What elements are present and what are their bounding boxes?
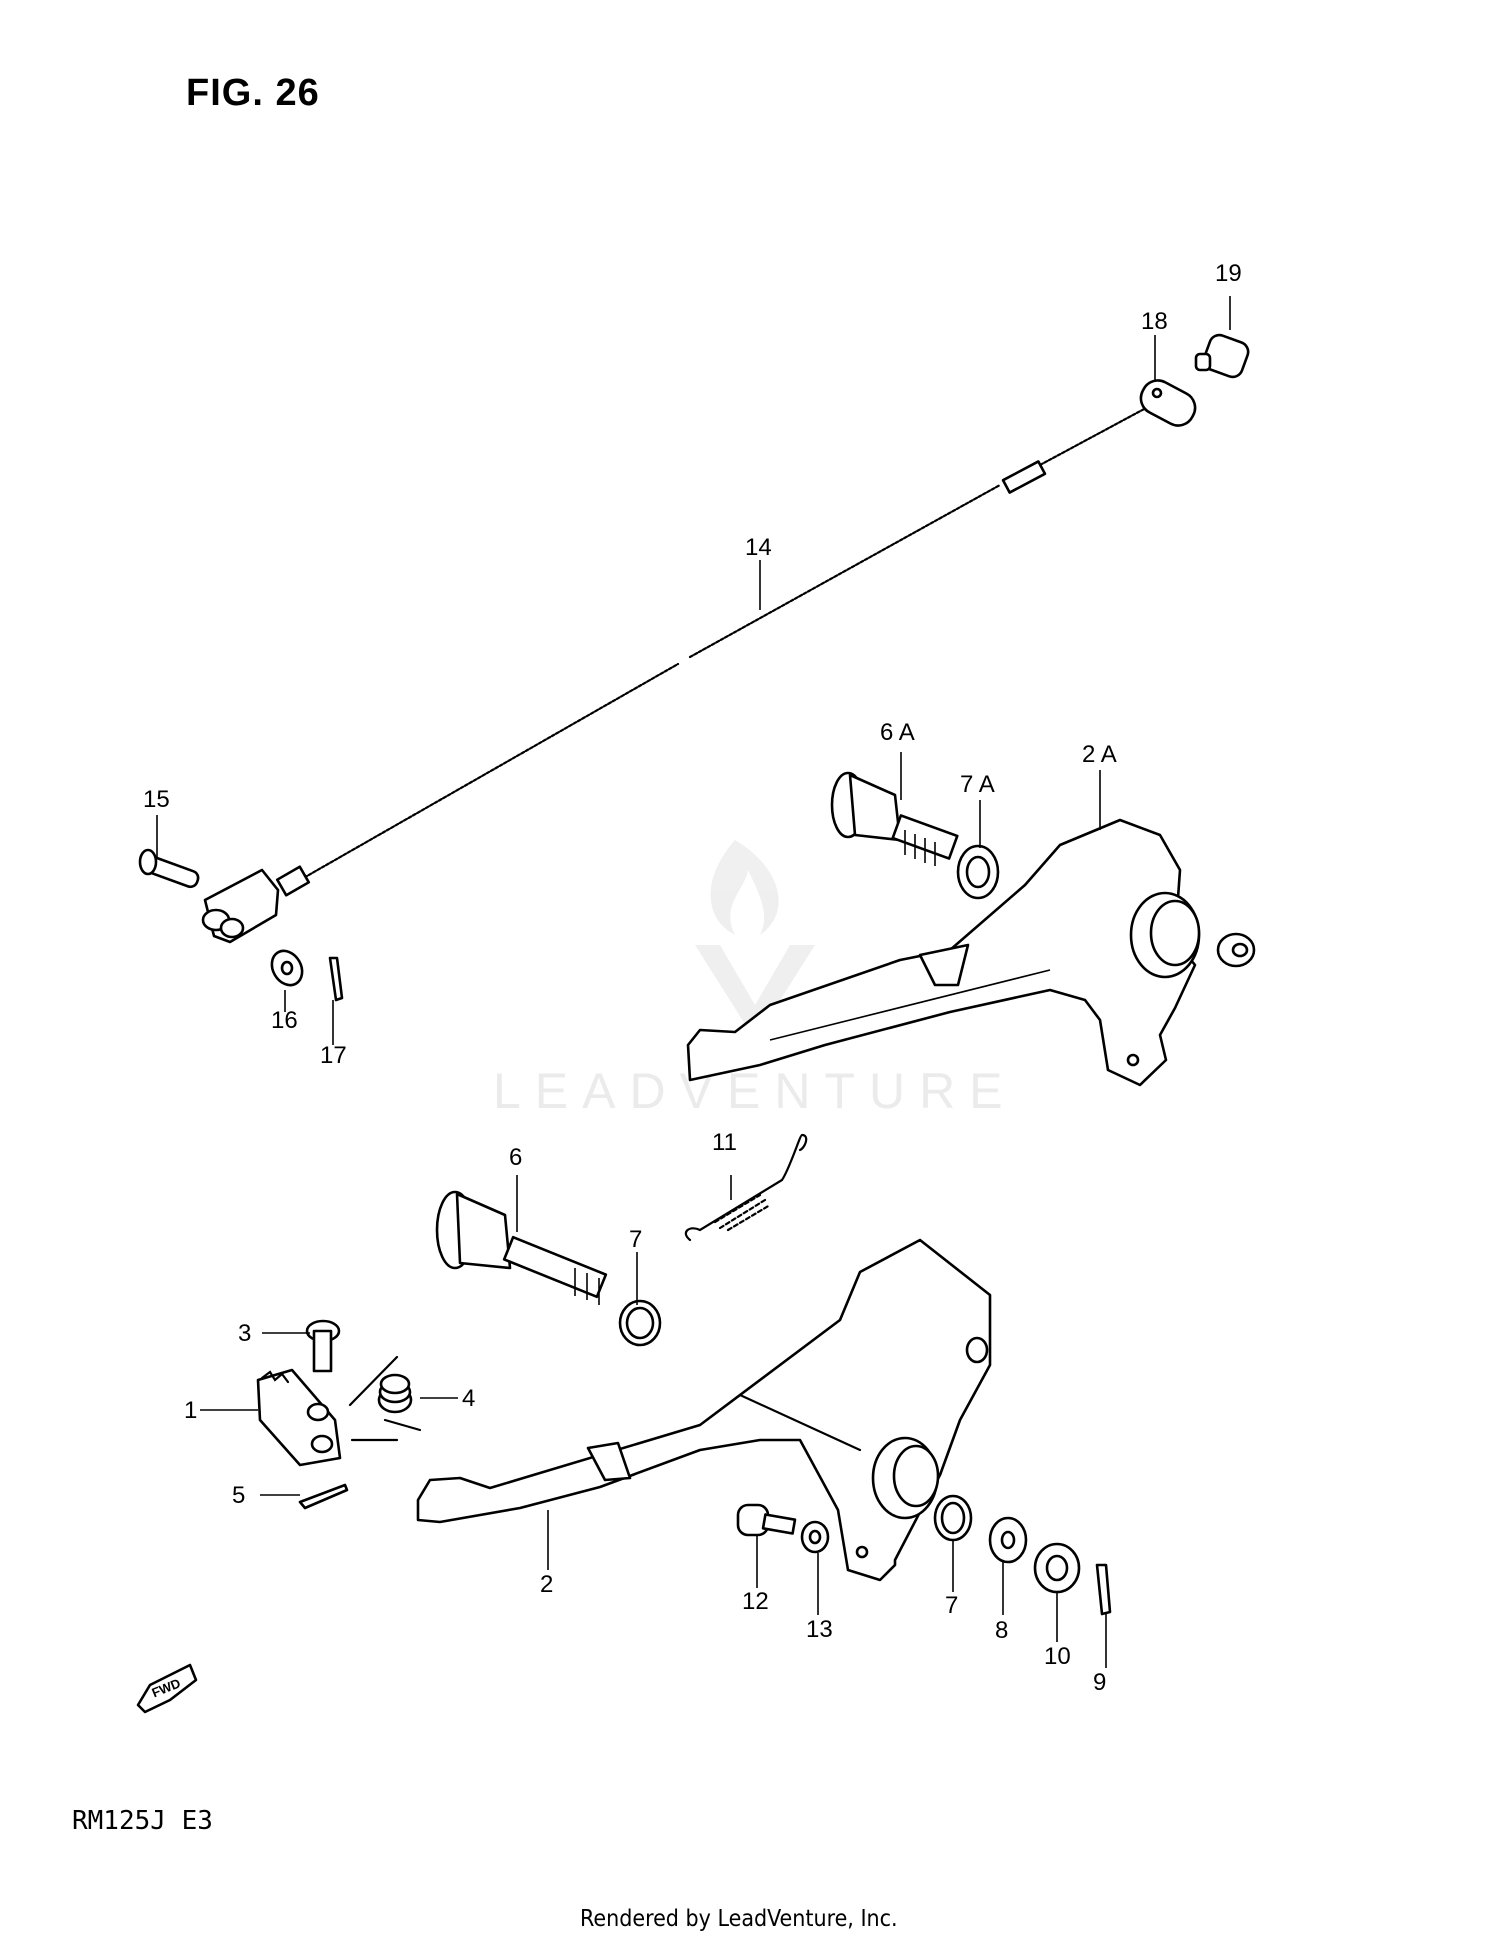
callout-4: 4 bbox=[462, 1385, 475, 1412]
callout-17: 17 bbox=[320, 1042, 347, 1069]
callout-6a: 6 A bbox=[880, 719, 915, 746]
callout-10: 10 bbox=[1044, 1643, 1071, 1670]
callout-14: 14 bbox=[745, 534, 772, 561]
bolt-12 bbox=[736, 1503, 797, 1537]
watermark-text: LEADVENTURE bbox=[493, 1063, 1017, 1119]
callout-8: 8 bbox=[995, 1617, 1008, 1644]
cable-clevis bbox=[201, 868, 280, 944]
nut-10 bbox=[1033, 1542, 1081, 1594]
callout-7a: 7 A bbox=[960, 771, 995, 798]
leader-lines bbox=[156, 296, 1231, 1668]
cotter-pin-9 bbox=[1095, 1563, 1112, 1616]
render-credit: Rendered by LeadVenture, Inc. bbox=[580, 1906, 898, 1932]
cotter-pin-17 bbox=[328, 956, 344, 1002]
pivot-bolt-6a bbox=[830, 771, 959, 866]
callout-2a: 2 A bbox=[1082, 741, 1117, 768]
callout-12: 12 bbox=[742, 1588, 769, 1615]
adjuster-nut bbox=[1194, 333, 1250, 379]
callout-11: 11 bbox=[712, 1129, 737, 1156]
model-code: RM125J E3 bbox=[72, 1806, 213, 1836]
brake-pedal-2 bbox=[416, 1238, 992, 1582]
callout-3: 3 bbox=[238, 1320, 251, 1347]
callout-7: 7 bbox=[629, 1226, 642, 1253]
cotter-pin-5 bbox=[298, 1483, 349, 1510]
footrest-spring bbox=[348, 1355, 422, 1442]
callout-18: 18 bbox=[1141, 308, 1168, 335]
clevis-pin bbox=[138, 848, 200, 889]
washer-7a bbox=[956, 844, 1000, 900]
callout-19: 19 bbox=[1215, 260, 1242, 287]
snap-ring-7 bbox=[618, 1299, 662, 1347]
brake-footrest bbox=[256, 1368, 342, 1467]
footrest-pin bbox=[305, 1319, 341, 1373]
callout-1: 1 bbox=[184, 1397, 197, 1424]
callout-6: 6 bbox=[509, 1144, 522, 1171]
cable-adjuster bbox=[1139, 379, 1197, 427]
watermark: LEADVENTURE bbox=[493, 840, 1017, 1119]
callout-7-right: 7 bbox=[945, 1592, 958, 1619]
callout-15: 15 bbox=[143, 786, 170, 813]
brake-pedal-2a bbox=[686, 818, 1256, 1087]
callout-5: 5 bbox=[232, 1482, 245, 1509]
callout-16: 16 bbox=[271, 1007, 298, 1034]
return-spring bbox=[684, 1133, 808, 1242]
callouts: 19 18 14 15 16 17 6 A 7 A 2 A 6 11 7 3 1… bbox=[143, 260, 1242, 1696]
fwd-arrow: FWD bbox=[136, 1663, 198, 1714]
washer-13 bbox=[800, 1520, 830, 1554]
callout-13: 13 bbox=[806, 1616, 833, 1643]
brake-cable bbox=[275, 406, 1148, 897]
figure-title: FIG. 26 bbox=[186, 72, 320, 114]
washer-8 bbox=[988, 1516, 1028, 1564]
pivot-bolt-6 bbox=[435, 1190, 608, 1305]
callout-2: 2 bbox=[540, 1571, 553, 1598]
washer-16 bbox=[270, 949, 304, 987]
snap-ring-7-right bbox=[933, 1494, 973, 1542]
callout-9: 9 bbox=[1093, 1669, 1106, 1696]
